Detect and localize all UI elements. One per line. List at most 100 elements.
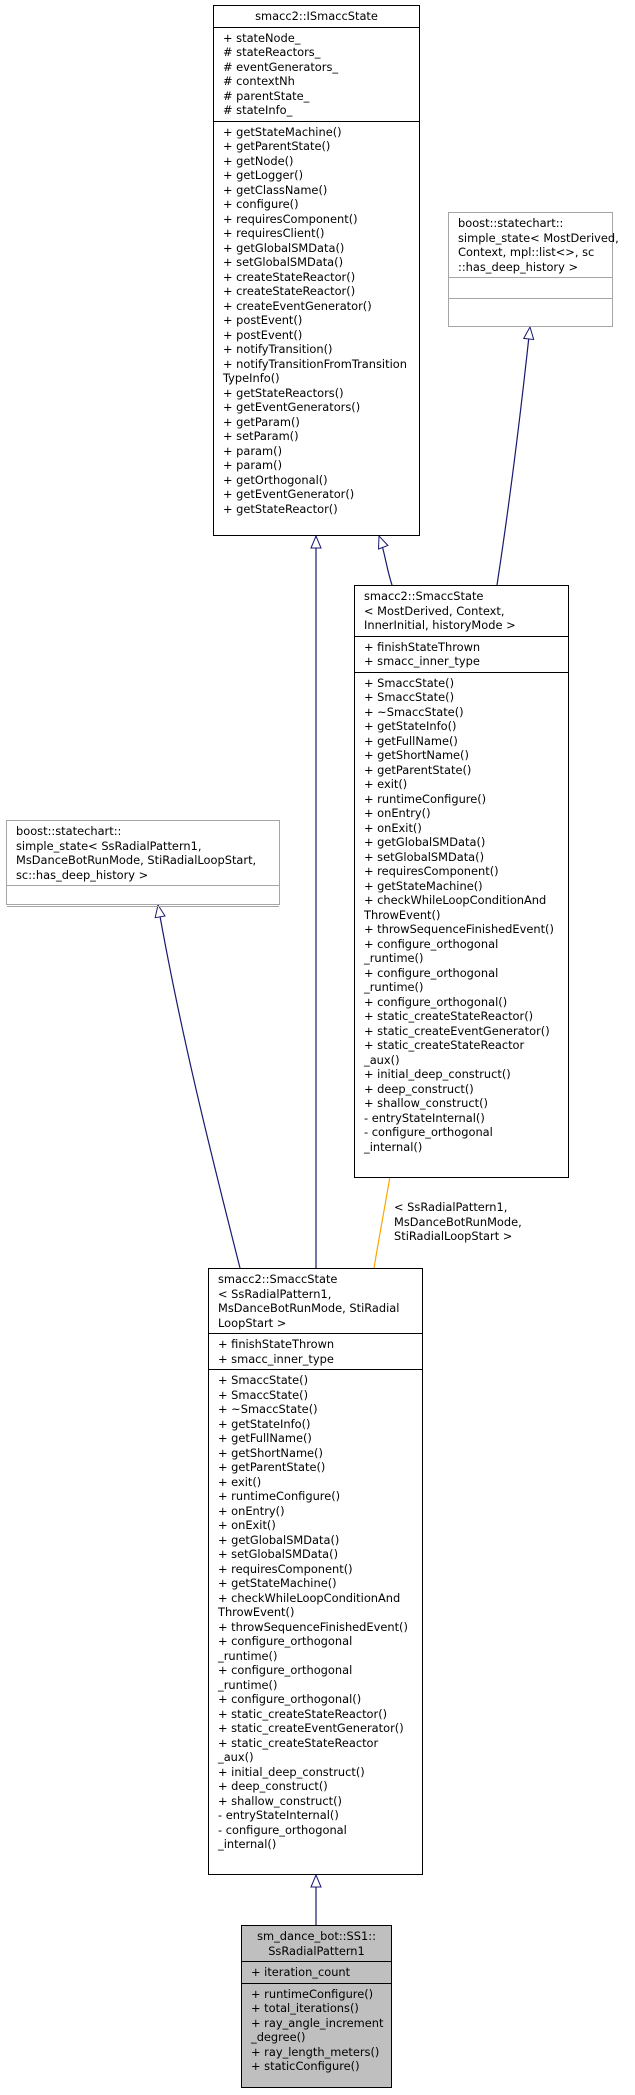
member-line: + ~SmaccState() bbox=[364, 704, 464, 719]
member-line: MsDanceBotRunMode, StiRadialLoopStart, bbox=[16, 853, 257, 867]
attributes-section: + finishStateThrown+ smacc_inner_type bbox=[355, 635, 568, 672]
member-line: + ray_angle_increment bbox=[251, 2015, 384, 2030]
class-box-ss-radial-pattern1[interactable]: sm_dance_bot::SS1::SsRadialPattern1 + it… bbox=[241, 1925, 392, 2088]
class-box-boost-simple-state-specific[interactable]: boost::statechart::simple_state< SsRadia… bbox=[6, 820, 280, 907]
member-line: # parentState_ bbox=[223, 88, 310, 103]
member-line: simple_state< MostDerived, bbox=[458, 230, 619, 245]
member-line: + getStateReactors() bbox=[223, 385, 344, 400]
member-line: + SmaccState() bbox=[218, 1387, 309, 1402]
member-line: - entryStateInternal() bbox=[218, 1808, 339, 1822]
member-line: ::has_deep_history > bbox=[458, 259, 579, 274]
member-line: _aux() bbox=[218, 1750, 254, 1764]
member-line: + getParam() bbox=[223, 414, 300, 429]
member-line: < MostDerived, Context, bbox=[364, 603, 505, 618]
member-line: _runtime() bbox=[218, 1677, 278, 1692]
methods-section bbox=[449, 298, 612, 319]
member-line: + postEvent() bbox=[223, 327, 303, 342]
member-line: + finishStateThrown bbox=[218, 1337, 335, 1351]
member-line: + shallow_construct() bbox=[218, 1793, 342, 1808]
member-line: + onExit() bbox=[218, 1518, 276, 1532]
member-line: + ~SmaccState() bbox=[218, 1402, 318, 1416]
member-line: + requiresComponent() bbox=[223, 211, 358, 226]
member-line: ThrowEvent() bbox=[364, 907, 441, 922]
member-line: _internal() bbox=[218, 1837, 277, 1851]
member-line: + notifyTransition() bbox=[223, 342, 333, 356]
member-line: + getParentState() bbox=[364, 762, 472, 777]
member-line: # contextNh bbox=[223, 74, 295, 88]
member-line: + getLogger() bbox=[223, 168, 304, 182]
member-line: + smacc_inner_type bbox=[364, 654, 480, 668]
member-line: + configure_orthogonal() bbox=[364, 994, 508, 1009]
member-line: + deep_construct() bbox=[364, 1081, 474, 1096]
methods-section: + getStateMachine()+ getParentState()+ g… bbox=[214, 120, 419, 520]
member-line: + total_iterations() bbox=[251, 2001, 359, 2015]
member-line: - configure_orthogonal bbox=[364, 1125, 493, 1139]
member-line: _degree() bbox=[251, 2030, 306, 2044]
template-binding-label: < SsRadialPattern1,MsDanceBotRunMode,Sti… bbox=[394, 1200, 522, 1244]
member-line: + param() bbox=[223, 458, 283, 472]
member-line: smacc2::SmaccState bbox=[218, 1272, 338, 1286]
member-line: + setGlobalSMData() bbox=[364, 849, 485, 864]
class-title: sm_dance_bot::SS1::SsRadialPattern1 bbox=[242, 1926, 391, 1961]
member-line: - configure_orthogonal bbox=[218, 1822, 347, 1837]
member-line: MsDanceBotRunMode, bbox=[394, 1214, 522, 1229]
class-box-smacc-state-template[interactable]: smacc2::SmaccState< MostDerived, Context… bbox=[354, 585, 569, 1178]
member-line: + exit() bbox=[364, 777, 408, 791]
member-line: + checkWhileLoopConditionAnd bbox=[364, 893, 547, 907]
edge-specific-to-boost-specific bbox=[158, 905, 241, 1269]
member-line: + smacc_inner_type bbox=[218, 1351, 334, 1366]
methods-section: + SmaccState()+ SmaccState()+ ~SmaccStat… bbox=[355, 671, 568, 1158]
member-line: + getStateReactor() bbox=[223, 501, 338, 516]
member-line: simple_state< SsRadialPattern1, bbox=[16, 838, 202, 853]
member-line: + createEventGenerator() bbox=[223, 298, 372, 313]
member-line: + getStateMachine() bbox=[218, 1576, 337, 1590]
member-line: + getStateMachine() bbox=[223, 124, 342, 139]
attributes-section bbox=[7, 885, 279, 906]
member-line: + getStateInfo() bbox=[364, 719, 457, 733]
member-line: + finishStateThrown bbox=[364, 639, 481, 654]
member-line: + static_createStateReactor bbox=[218, 1735, 379, 1750]
member-line: + runtimeConfigure() bbox=[251, 1986, 374, 2001]
member-line: + configure_orthogonal bbox=[218, 1634, 353, 1648]
member-line: + getParentState() bbox=[223, 139, 331, 153]
methods-section: + runtimeConfigure()+ total_iterations()… bbox=[242, 1982, 391, 2077]
member-line: + static_createEventGenerator() bbox=[364, 1023, 550, 1038]
member-line: + shallow_construct() bbox=[364, 1096, 488, 1110]
class-title: smacc2::SmaccState< MostDerived, Context… bbox=[355, 586, 568, 636]
member-line: + requiresComponent() bbox=[364, 864, 499, 878]
member-line: + setParam() bbox=[223, 429, 299, 443]
member-line: + onEntry() bbox=[218, 1503, 285, 1518]
member-line: + getShortName() bbox=[218, 1445, 323, 1460]
member-line: < SsRadialPattern1, bbox=[394, 1200, 508, 1214]
class-title: boost::statechart::simple_state< MostDer… bbox=[449, 213, 619, 277]
member-line: + getShortName() bbox=[364, 748, 469, 762]
attributes-section: + finishStateThrown+ smacc_inner_type bbox=[209, 1333, 422, 1369]
member-line: + configure_orthogonal bbox=[364, 936, 499, 951]
member-line: + SmaccState() bbox=[364, 675, 455, 690]
member-line: SsRadialPattern1 bbox=[268, 1943, 365, 1958]
member-line: + getClassName() bbox=[223, 182, 328, 197]
member-line: + ray_length_meters() bbox=[251, 2044, 380, 2059]
member-line: + postEvent() bbox=[223, 313, 303, 327]
member-line: _aux() bbox=[364, 1052, 400, 1067]
class-box-ismacc-state[interactable]: smacc2::ISmaccState + stateNode_# stateR… bbox=[213, 5, 420, 536]
member-line: # stateInfo_ bbox=[223, 103, 293, 117]
member-line: + getNode() bbox=[223, 153, 294, 168]
member-line: < SsRadialPattern1, bbox=[218, 1286, 332, 1301]
member-line: ThrowEvent() bbox=[218, 1605, 295, 1619]
member-line: smacc2::ISmaccState bbox=[255, 9, 378, 23]
member-line: + SmaccState() bbox=[218, 1373, 309, 1387]
member-line: + deep_construct() bbox=[218, 1779, 328, 1793]
edge-template-to-ismacc bbox=[379, 536, 393, 586]
member-line: + getStateInfo() bbox=[218, 1416, 311, 1431]
member-line: _runtime() bbox=[364, 980, 424, 994]
class-box-boost-simple-state-generic[interactable]: boost::statechart::simple_state< MostDer… bbox=[448, 212, 619, 327]
member-line: + static_createEventGenerator() bbox=[218, 1721, 404, 1735]
class-box-smacc-state-specific[interactable]: smacc2::SmaccState< SsRadialPattern1,MsD… bbox=[208, 1268, 423, 1875]
member-line: + param() bbox=[223, 443, 283, 458]
member-line: _runtime() bbox=[364, 951, 424, 965]
member-line: + getParentState() bbox=[218, 1460, 326, 1474]
member-line: _runtime() bbox=[218, 1648, 278, 1663]
member-line: LoopStart > bbox=[218, 1315, 287, 1330]
member-line: InnerInitial, historyMode > bbox=[364, 618, 516, 632]
